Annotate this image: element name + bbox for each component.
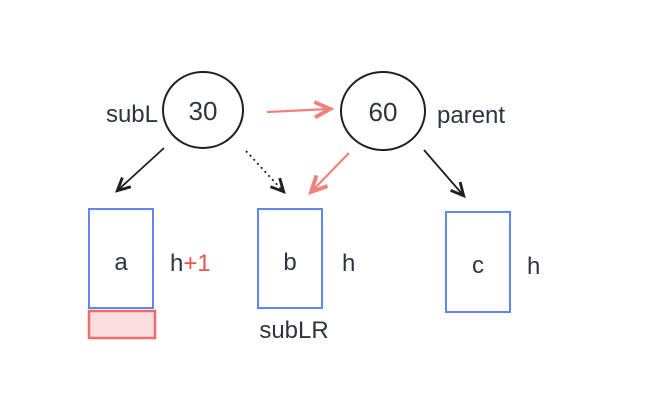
subtree-a-height: h <box>170 250 183 277</box>
node-parent-circle <box>340 71 426 151</box>
edge-parent-to-c <box>423 149 466 199</box>
rotation-arrow-parent-to-b <box>308 152 350 195</box>
edge-subl-to-a <box>114 147 165 193</box>
edge-subl-to-b-dotted <box>245 150 286 195</box>
subtree-c-name: c <box>472 252 484 279</box>
subtree-a-box <box>88 208 154 309</box>
subtree-c-height: h <box>527 253 540 280</box>
subtree-a-height-label: h+1 <box>170 250 211 277</box>
subtree-a-extra-height-box <box>87 309 157 340</box>
node-parent-value: 60 <box>369 97 398 127</box>
subtree-b-name: b <box>283 249 296 276</box>
node-parent-label: parent <box>437 102 505 129</box>
node-subl-label: subL <box>106 101 158 128</box>
subtree-b-height: h <box>342 250 355 277</box>
node-subl-value: 30 <box>189 96 218 126</box>
subtree-b-caption: subLR <box>259 317 328 344</box>
subtree-b-box <box>257 208 323 309</box>
rotation-arrow-subl-to-parent <box>266 100 335 120</box>
subtree-c-box <box>445 211 511 313</box>
subtree-a-height-suffix: +1 <box>183 250 210 277</box>
node-subl-circle <box>162 71 244 149</box>
subtree-a-name: a <box>114 249 128 276</box>
